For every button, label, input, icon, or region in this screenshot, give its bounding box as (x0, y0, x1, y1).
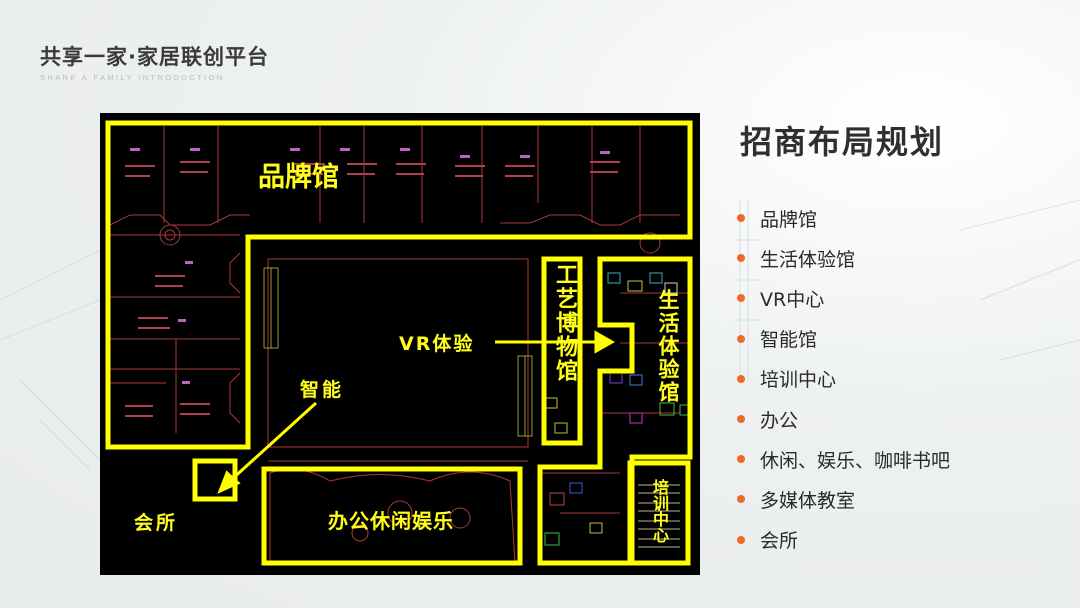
zone-list: 品牌馆 生活体验馆 VR中心 智能馆 培训中心 办公 休闲、娱乐、咖啡书吧 多媒… (737, 198, 950, 560)
bullet-icon (737, 334, 745, 343)
floor-plan: 品牌馆 工艺博物馆 生活体验馆 VR体验 智能 会所 办公休闲娱乐 培训中心 (100, 113, 700, 575)
zone-label-craft-museum: 工艺博物馆 (552, 263, 577, 383)
bullet-icon (737, 254, 745, 263)
bullet-icon (737, 214, 745, 223)
zone-label-vr-experience: VR体验 (399, 333, 475, 355)
platform-subtitle: SHARE A FAMILY INTRODUCTION (40, 73, 225, 82)
list-item: 多媒体教室 (737, 479, 950, 519)
layout-planning-title: 招商布局规划 (740, 123, 945, 161)
list-item: VR中心 (737, 278, 950, 318)
bullet-icon (737, 535, 745, 544)
list-item: 生活体验馆 (737, 238, 950, 278)
zone-label-life-experience: 生活体验馆 (656, 289, 680, 404)
list-item: 智能馆 (737, 319, 950, 359)
list-item: 会所 (737, 520, 950, 560)
bullet-icon (737, 294, 745, 303)
list-item: 培训中心 (737, 359, 950, 399)
bullet-icon (737, 415, 745, 424)
platform-title: 共享一家·家居联创平台 (40, 45, 269, 69)
bullet-icon (737, 495, 745, 504)
zone-label-training-center: 培训中心 (650, 479, 669, 543)
zone-label-clubhouse: 会所 (134, 512, 179, 534)
zone-label-office-leisure: 办公休闲娱乐 (328, 509, 454, 533)
zone-label-smart: 智能 (300, 379, 345, 401)
zone-label-brand-hall: 品牌馆 (258, 162, 339, 193)
floor-plan-drawing (105, 120, 693, 566)
bullet-icon (737, 374, 745, 383)
list-item: 办公 (737, 399, 950, 439)
list-item: 品牌馆 (737, 198, 950, 238)
list-item: 休闲、娱乐、咖啡书吧 (737, 439, 950, 479)
bullet-icon (737, 455, 745, 464)
slide-header: 共享一家·家居联创平台 SHARE A FAMILY INTRODUCTION (40, 44, 269, 82)
